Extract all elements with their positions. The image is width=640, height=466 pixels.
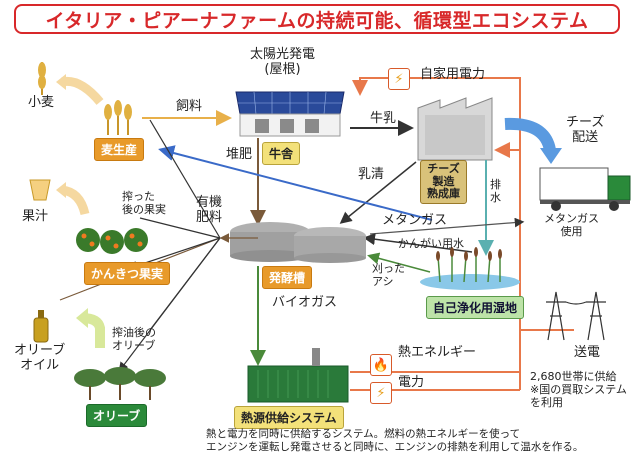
label-citrus: かんきつ果実 — [84, 262, 171, 285]
fire-icon: 🔥 — [370, 354, 392, 376]
label-olive: オリーブ — [86, 404, 148, 427]
label-methane-gas: メタンガス — [382, 213, 448, 228]
citrus-tree-icon — [76, 228, 148, 254]
label-whey: 乳清 — [358, 167, 385, 182]
reed-wetland-icon — [420, 247, 520, 290]
truck-icon — [539, 167, 631, 211]
footnote: 熱と電力を同時に供給するシステム。燃料の熱エネルギーを使って エンジンを運転し発… — [206, 428, 584, 453]
label-wetland: 自己浄化用湿地 — [426, 296, 525, 319]
olive-tree-icon — [74, 367, 166, 400]
label-biogas: バイオガス — [272, 295, 338, 310]
title-box: イタリア・ピアーナファームの持続可能、循環型エコシステム — [14, 4, 620, 34]
label-cheese-delivery: チーズ 配送 — [566, 115, 605, 145]
label-methane-use: メタンガス 使用 — [544, 212, 599, 239]
juice-glass-icon — [29, 179, 51, 201]
label-olive-oil: オリーブ オイル — [14, 343, 66, 373]
label-manure: 堆肥 — [226, 147, 253, 162]
label-supply-note: 2,680世帯に供給 ※国の買取システム を利用 — [530, 370, 627, 410]
wheat-field-icon — [104, 100, 132, 135]
label-drainage: 排 水 — [490, 178, 501, 205]
page-title: イタリア・ピアーナファームの持続可能、循環型エコシステム — [45, 9, 589, 32]
label-pressed-olive: 搾油後の オリーブ — [112, 326, 156, 353]
label-heat-energy: 熱エネルギー — [398, 345, 477, 360]
label-wheat: 小麦 — [28, 95, 55, 110]
lightning-icon: ⚡ — [388, 68, 410, 90]
label-wheat-production: 麦生産 — [94, 138, 145, 161]
lightning-icon: ⚡ — [370, 382, 392, 404]
label-chp: 熱源供給システム — [234, 406, 344, 429]
chp-unit-icon — [247, 348, 349, 403]
solar-panel-icon — [235, 91, 345, 115]
digester-icon — [230, 222, 366, 263]
label-irrigation: かんがい用水 — [398, 237, 464, 250]
label-digester: 発酵槽 — [262, 266, 313, 289]
label-transmission: 送電 — [574, 345, 601, 360]
olive-oil-icon — [33, 310, 49, 343]
power-tower-icon — [546, 291, 606, 341]
label-cut-reed: 刈った アシ — [372, 262, 405, 289]
wheat-icon — [38, 62, 46, 95]
label-feed: 飼料 — [176, 99, 203, 114]
label-organic: 有機 肥料 — [196, 195, 223, 225]
label-barn: 牛舎 — [262, 142, 301, 165]
barn-icon — [239, 113, 341, 137]
label-juice: 果汁 — [22, 209, 49, 224]
label-self-power: 自家用電力 — [420, 67, 486, 82]
factory-icon — [417, 97, 493, 161]
label-squeezed: 搾った 後の果実 — [122, 190, 166, 217]
label-cheese-factory: チーズ 製造 熟成庫 — [420, 160, 467, 204]
label-solar: 太陽光発電 (屋根) — [250, 47, 316, 77]
label-milk: 牛乳 — [370, 111, 397, 126]
label-power: 電力 — [398, 375, 425, 390]
